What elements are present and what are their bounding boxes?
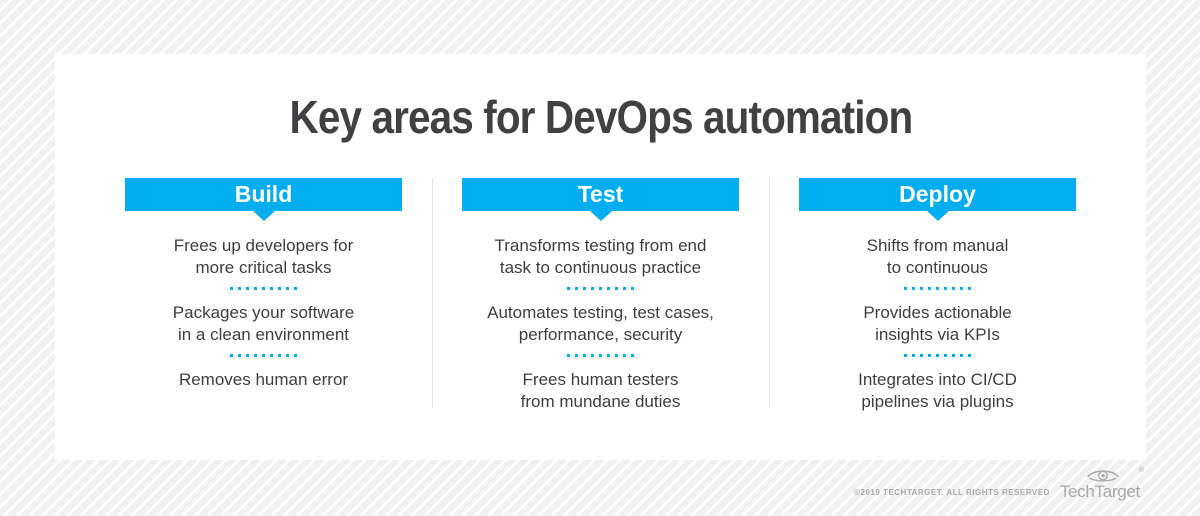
deploy-item-1: Shifts from manual to continuous [866, 236, 1009, 277]
techtarget-wordmark: TechTarget [1059, 482, 1140, 501]
dotted-divider [230, 354, 297, 357]
column-divider [768, 178, 770, 408]
copyright-text: ©2019 TECHTARGET. ALL RIGHTS RESERVED [854, 488, 1050, 497]
column-test: Test Transforms testing from end task to… [462, 178, 739, 413]
page-title-text: Key areas for DevOps automation [289, 91, 913, 143]
dotted-divider [567, 354, 634, 357]
dotted-divider [904, 354, 971, 357]
columns-container: Build Frees up developers for more criti… [55, 178, 1146, 413]
content-card: Key areas for DevOps automation Build Fr… [55, 54, 1146, 460]
techtarget-logo: ® TechTarget [1059, 467, 1144, 502]
column-build: Build Frees up developers for more criti… [125, 178, 402, 391]
column-header-build-label: Build [234, 181, 293, 207]
build-item-2: Packages your software in a clean enviro… [172, 303, 355, 344]
deploy-item-3: Integrates into CI/CD pipelines via plug… [858, 370, 1017, 411]
dotted-divider [904, 287, 971, 290]
build-item-1: Frees up developers for more critical ta… [173, 236, 354, 277]
column-header-deploy-label: Deploy [899, 181, 976, 207]
pointer-down-icon [252, 211, 275, 221]
dotted-divider [230, 287, 297, 290]
test-item-1: Transforms testing from end task to cont… [494, 236, 707, 277]
registered-mark: ® [1138, 467, 1144, 474]
footer: ©2019 TECHTARGET. ALL RIGHTS RESERVED ® … [854, 467, 1144, 502]
column-header-build: Build [125, 178, 402, 221]
eye-target-icon [1087, 470, 1119, 482]
build-item-3: Removes human error [178, 370, 349, 389]
column-header-deploy: Deploy [799, 178, 1076, 221]
test-item-3: Frees human testers from mundane duties [520, 370, 681, 411]
dotted-divider [567, 287, 634, 290]
pointer-down-icon [589, 211, 612, 221]
column-divider [431, 178, 433, 408]
column-header-test-label: Test [577, 181, 624, 207]
column-deploy: Deploy Shifts from manual to continuous … [799, 178, 1076, 413]
column-header-test: Test [462, 178, 739, 221]
pointer-down-icon [926, 211, 949, 221]
test-item-2: Automates testing, test cases, performan… [487, 303, 714, 344]
page-title: Key areas for DevOps automation [55, 90, 1146, 144]
deploy-item-2: Provides actionable insights via KPIs [863, 303, 1012, 344]
